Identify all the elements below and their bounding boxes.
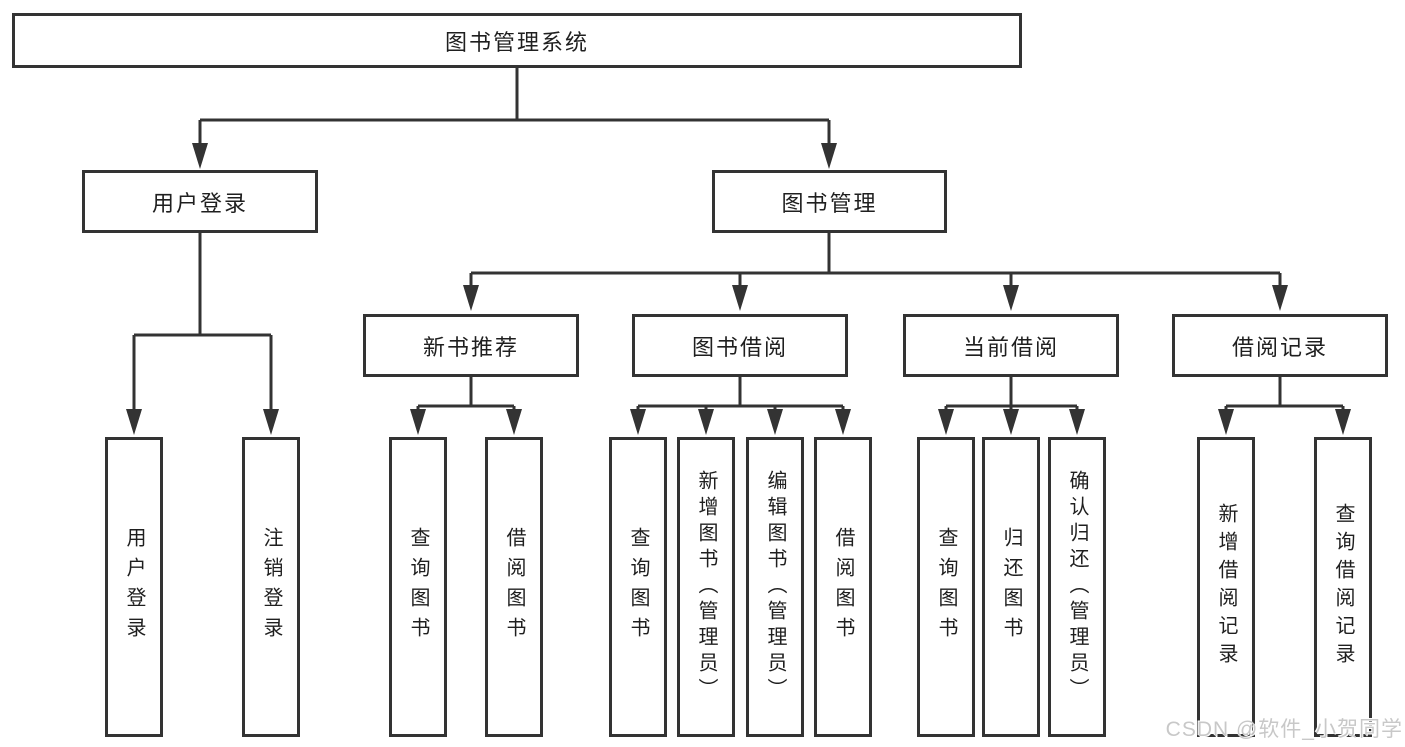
leaf-borrow-borrow-books: 借阅图书 (814, 437, 872, 737)
leaf-logout-login: 注销登录 (242, 437, 300, 737)
node-book-borrow: 图书借阅 (632, 314, 848, 377)
node-book-management: 图书管理 (712, 170, 947, 233)
leaf-borrow-add-books-admin: 新增图书（管理员） (677, 437, 735, 737)
node-current-borrow: 当前借阅 (903, 314, 1119, 377)
leaf-current-confirm-return-admin: 确认归还（管理员） (1048, 437, 1106, 737)
csdn-watermark: CSDN @软件_小贺同学 (1165, 718, 1403, 741)
node-user-login: 用户登录 (82, 170, 318, 233)
leaf-recommend-borrow-books: 借阅图书 (485, 437, 543, 737)
node-borrow-records: 借阅记录 (1172, 314, 1388, 377)
leaf-borrow-query-books: 查询图书 (609, 437, 667, 737)
node-new-book-recommend: 新书推荐 (363, 314, 579, 377)
leaf-records-query-record: 查询借阅记录 (1314, 437, 1372, 737)
leaf-records-add-record: 新增借阅记录 (1197, 437, 1255, 737)
leaf-user-login: 用户登录 (105, 437, 163, 737)
leaf-borrow-edit-books-admin: 编辑图书（管理员） (746, 437, 804, 737)
arrowheads (126, 143, 1351, 435)
leaf-current-query-books: 查询图书 (917, 437, 975, 737)
node-root-system: 图书管理系统 (12, 13, 1022, 68)
leaf-current-return-books: 归还图书 (982, 437, 1040, 737)
leaf-recommend-query-books: 查询图书 (389, 437, 447, 737)
